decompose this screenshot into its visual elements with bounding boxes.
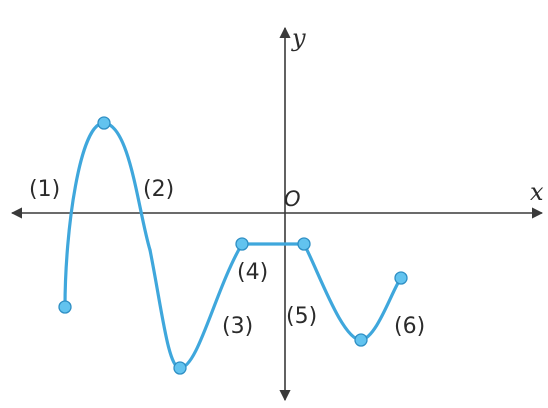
segment-label-4: (4)	[237, 260, 268, 285]
segment-label-5: (5)	[286, 304, 317, 329]
origin-label: O	[284, 187, 301, 211]
segment-label-3: (3)	[222, 314, 253, 339]
y-axis-label: y	[291, 24, 306, 52]
segment-label-6: (6)	[394, 314, 425, 339]
curve-point	[235, 237, 249, 251]
curve-segment-3	[148, 242, 244, 370]
curve-segment-1	[63, 121, 106, 309]
x-axis-label: x	[530, 178, 544, 206]
curve-segment-2	[102, 121, 152, 252]
curve-point	[58, 300, 72, 314]
curve-point	[97, 116, 111, 130]
segment-label-2: (2)	[143, 177, 174, 202]
curve-segment-5	[302, 242, 363, 342]
curve-point	[394, 271, 408, 285]
curve-point	[354, 333, 368, 347]
segment-label-1: (1)	[29, 177, 60, 202]
curve-point	[173, 361, 187, 375]
curve-point	[297, 237, 311, 251]
